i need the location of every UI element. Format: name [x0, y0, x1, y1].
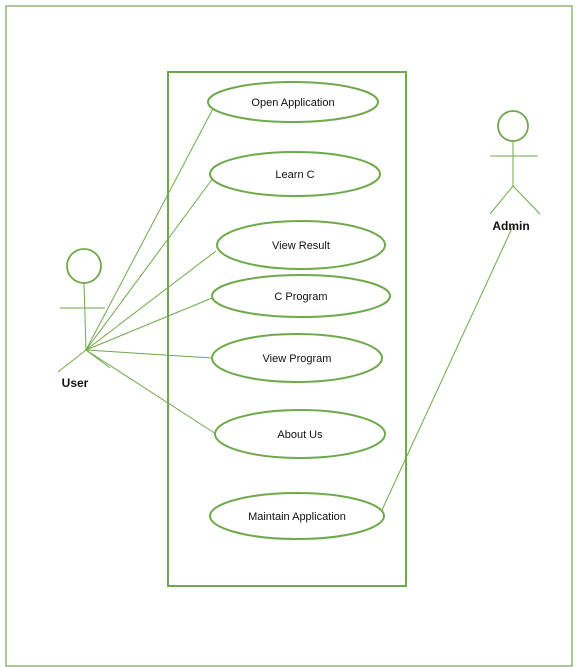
use-case-label: Maintain Application: [248, 511, 346, 523]
association-c-program: [85, 297, 213, 351]
use-case-about-us: About Us: [214, 409, 386, 459]
use-case-learn-c: Learn C: [209, 151, 381, 197]
use-case-maintain-application: Maintain Application: [209, 492, 385, 540]
use-case-label: View Result: [272, 240, 330, 252]
stick-figure-icon: [489, 110, 541, 215]
use-case-c-program: C Program: [211, 274, 391, 318]
association-view-result: [85, 250, 217, 351]
actor-user: User: [57, 248, 111, 390]
use-case-open-application: Open Application: [207, 81, 379, 123]
use-case-view-result: View Result: [216, 220, 386, 270]
use-case-label: About Us: [277, 429, 323, 441]
use-case-label: C Program: [274, 291, 327, 303]
association-maintain-application: [381, 225, 514, 511]
use-case-label: Open Application: [251, 97, 334, 109]
use-cases: Open Application Learn C View Result C P…: [207, 81, 391, 540]
association-open-application: [85, 102, 217, 351]
system-boundary: [167, 71, 407, 587]
use-case-view-program: View Program: [211, 333, 383, 383]
association-view-program: [85, 349, 213, 359]
diagram-frame: [5, 5, 573, 667]
actor-admin: Admin: [489, 110, 541, 233]
actor-label-user: User: [62, 376, 89, 390]
association-learn-c: [85, 173, 217, 351]
associations: [85, 102, 514, 511]
association-about-us: [85, 349, 217, 435]
actor-label-admin: Admin: [492, 219, 529, 233]
use-case-label: Learn C: [275, 169, 314, 181]
use-case-label: View Program: [263, 353, 332, 365]
stick-figure-icon: [57, 248, 111, 373]
